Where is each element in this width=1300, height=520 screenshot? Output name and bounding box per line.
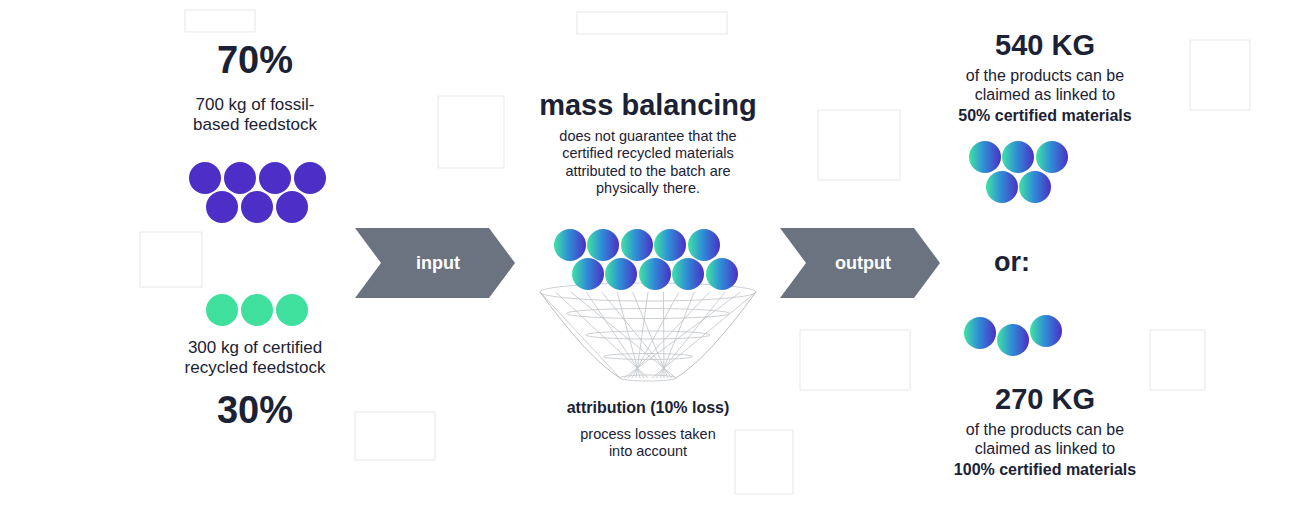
decor-frame: [818, 110, 900, 180]
amount-figure: 540 KG: [995, 28, 1095, 63]
decor-frame: [735, 430, 793, 494]
feedstock-note: 700 kg of fossil-based feedstock: [185, 95, 325, 136]
funnel-side: [540, 292, 620, 378]
feedstock-circle: [997, 324, 1029, 356]
feedstock-circle: [672, 258, 704, 290]
feedstock-circle: [654, 229, 686, 261]
claim-note: of the products can be claimed as linked…: [943, 66, 1148, 104]
section-heading: mass balancing: [539, 88, 757, 123]
decor-frame: [140, 232, 202, 287]
decor-frames: [140, 10, 1250, 494]
funnel-wire: [652, 292, 756, 378]
feedstock-circle: [587, 229, 619, 261]
feedstock-circle: [276, 191, 308, 223]
funnel-wire: [555, 292, 648, 378]
feedstock-circle: [206, 191, 238, 223]
feedstock-circle: [688, 229, 720, 261]
amount-figure: 270 KG: [995, 382, 1095, 417]
subheading-note: process losses taken into account: [573, 426, 723, 461]
feedstock-circle: [1002, 141, 1034, 173]
feedstock-note: 300 kg of certified recycled feedstock: [160, 338, 350, 379]
feedstock-circle: [276, 294, 308, 326]
decor-frame: [185, 10, 255, 32]
funnel-wire: [540, 292, 620, 378]
decor-frame: [1150, 330, 1205, 390]
feedstock-circle: [1036, 141, 1068, 173]
feedstock-circle: [964, 317, 996, 349]
subheading: attribution (10% loss): [567, 398, 730, 417]
funnel-ring: [604, 354, 693, 360]
decor-frame: [355, 412, 435, 460]
funnel-wire: [660, 292, 694, 378]
arrow-label: input: [355, 228, 515, 274]
decor-frame: [438, 96, 504, 168]
heading-note: does not guarantee that the certified re…: [541, 128, 756, 198]
funnel-wire: [602, 292, 672, 378]
funnel-mesh: [540, 283, 756, 381]
claim-note: of the products can be claimed as linked…: [943, 420, 1148, 458]
funnel-wire: [617, 292, 640, 378]
feedstock-circle: [969, 141, 1001, 173]
feedstock-circle: [241, 191, 273, 223]
feedstock-circle: [706, 258, 738, 290]
funnel-ring: [586, 331, 710, 339]
funnel-wire: [571, 292, 676, 378]
decor-frame: [577, 12, 727, 34]
feedstock-circle: [554, 229, 586, 261]
feedstock-circle: [206, 294, 238, 326]
claim-share: 100% certified materials: [954, 460, 1136, 479]
percent-figure: 70%: [217, 38, 293, 84]
feedstock-circle: [605, 258, 637, 290]
feedstock-circle: [621, 229, 653, 261]
funnel-wire: [663, 292, 665, 378]
feedstock-circle: [224, 162, 256, 194]
funnel-wire: [624, 292, 741, 378]
decor-frame: [800, 330, 910, 390]
feedstock-circle: [259, 162, 291, 194]
funnel-wire: [656, 292, 725, 378]
claim-share: 50% certified materials: [958, 106, 1131, 125]
feedstock-circle: [986, 171, 1018, 203]
funnel-side: [676, 292, 756, 378]
funnel-wire: [633, 292, 668, 378]
alternative-word: or:: [994, 246, 1030, 278]
arrow-chevron: input: [355, 228, 515, 298]
feedstock-circle: [639, 258, 671, 290]
chevron-fill: [780, 228, 940, 298]
funnel-wire: [632, 292, 679, 378]
feedstock-circle: [241, 294, 273, 326]
arrow-chevron: output: [780, 228, 940, 298]
percent-figure: 30%: [217, 388, 293, 434]
feedstock-circle: [1019, 171, 1051, 203]
chevron-fill: [355, 228, 515, 298]
feedstock-circle: [189, 162, 221, 194]
feedstock-circle: [572, 258, 604, 290]
arrow-label: output: [780, 228, 940, 274]
funnel-wire: [586, 292, 644, 378]
funnel-wire: [628, 292, 710, 378]
funnel-ring: [566, 309, 729, 319]
feedstock-circle: [1030, 315, 1062, 347]
decor-frame: [1190, 40, 1250, 110]
feedstock-circle: [294, 162, 326, 194]
